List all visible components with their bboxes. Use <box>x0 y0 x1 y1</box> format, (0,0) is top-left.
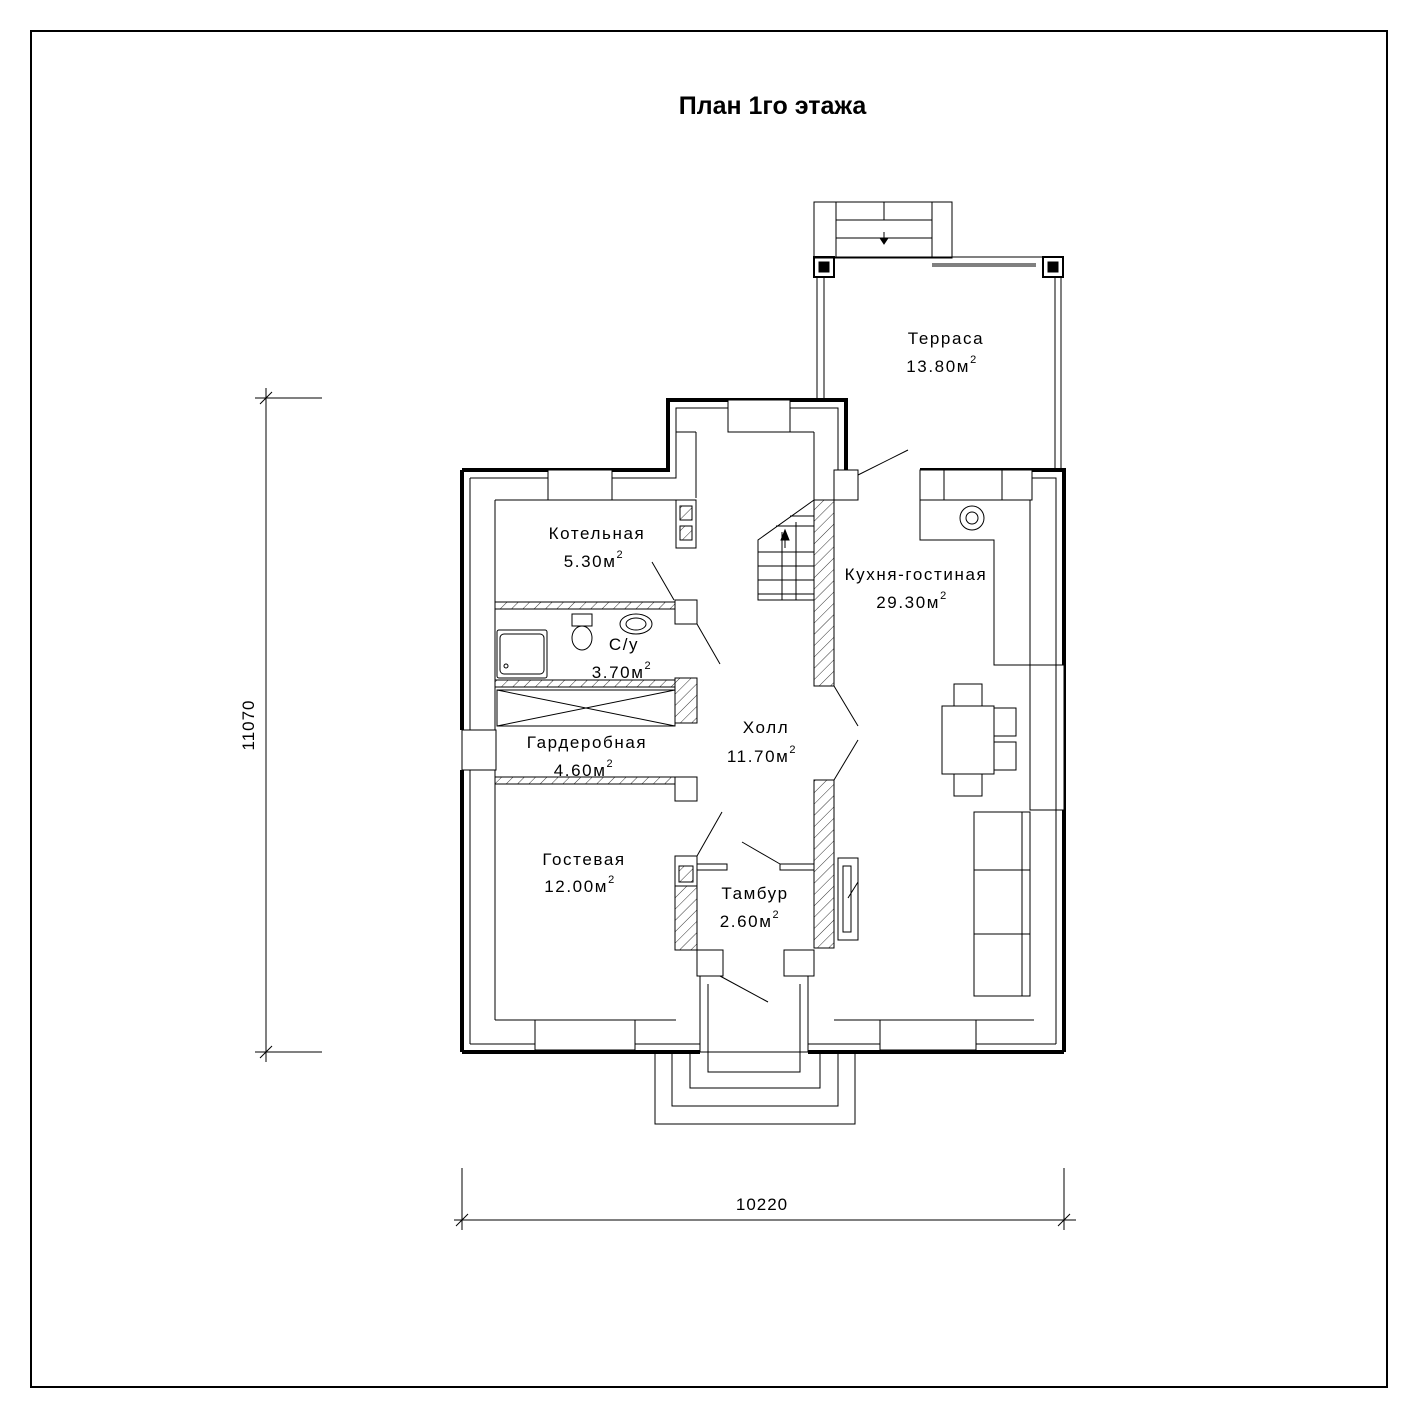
room-area: 2.60м2 <box>720 909 781 931</box>
room-area: 3.70м2 <box>592 660 653 682</box>
room-name: Тамбур <box>721 884 788 903</box>
room-name: С/у <box>609 635 639 654</box>
room-name: Гардеробная <box>527 733 647 752</box>
room-name: Холл <box>743 718 789 737</box>
dimension-vertical <box>255 388 322 1062</box>
wardrobe-shelves <box>496 689 676 727</box>
plan-title: План 1го этажа <box>678 92 867 120</box>
room-area: 13.80м2 <box>906 354 978 376</box>
room-name: Гостевая <box>542 850 625 869</box>
room-area: 5.30м2 <box>564 549 625 571</box>
door-swings <box>651 561 859 865</box>
room-area: 4.60м2 <box>554 758 615 780</box>
room-name: Котельная <box>549 524 646 543</box>
kitchen-furniture <box>837 499 1031 997</box>
porch <box>654 975 856 1125</box>
dimension-horizontal <box>454 1168 1076 1230</box>
terrace <box>813 201 1064 477</box>
room-name: Терраса <box>908 329 984 348</box>
outer-walls <box>460 398 1066 1054</box>
bathroom-fixtures <box>496 613 653 679</box>
room-name: Кухня-гостиная <box>845 565 988 584</box>
drawing-frame <box>30 30 1388 1388</box>
room-area: 11.70м2 <box>727 744 797 766</box>
interior-walls <box>494 431 1033 977</box>
dimension-height-label: 11070 <box>239 699 258 750</box>
stairs <box>757 499 815 601</box>
dimension-width-label: 10220 <box>736 1195 788 1214</box>
room-area: 12.00м2 <box>544 874 616 896</box>
room-area: 29.30м2 <box>876 590 948 612</box>
